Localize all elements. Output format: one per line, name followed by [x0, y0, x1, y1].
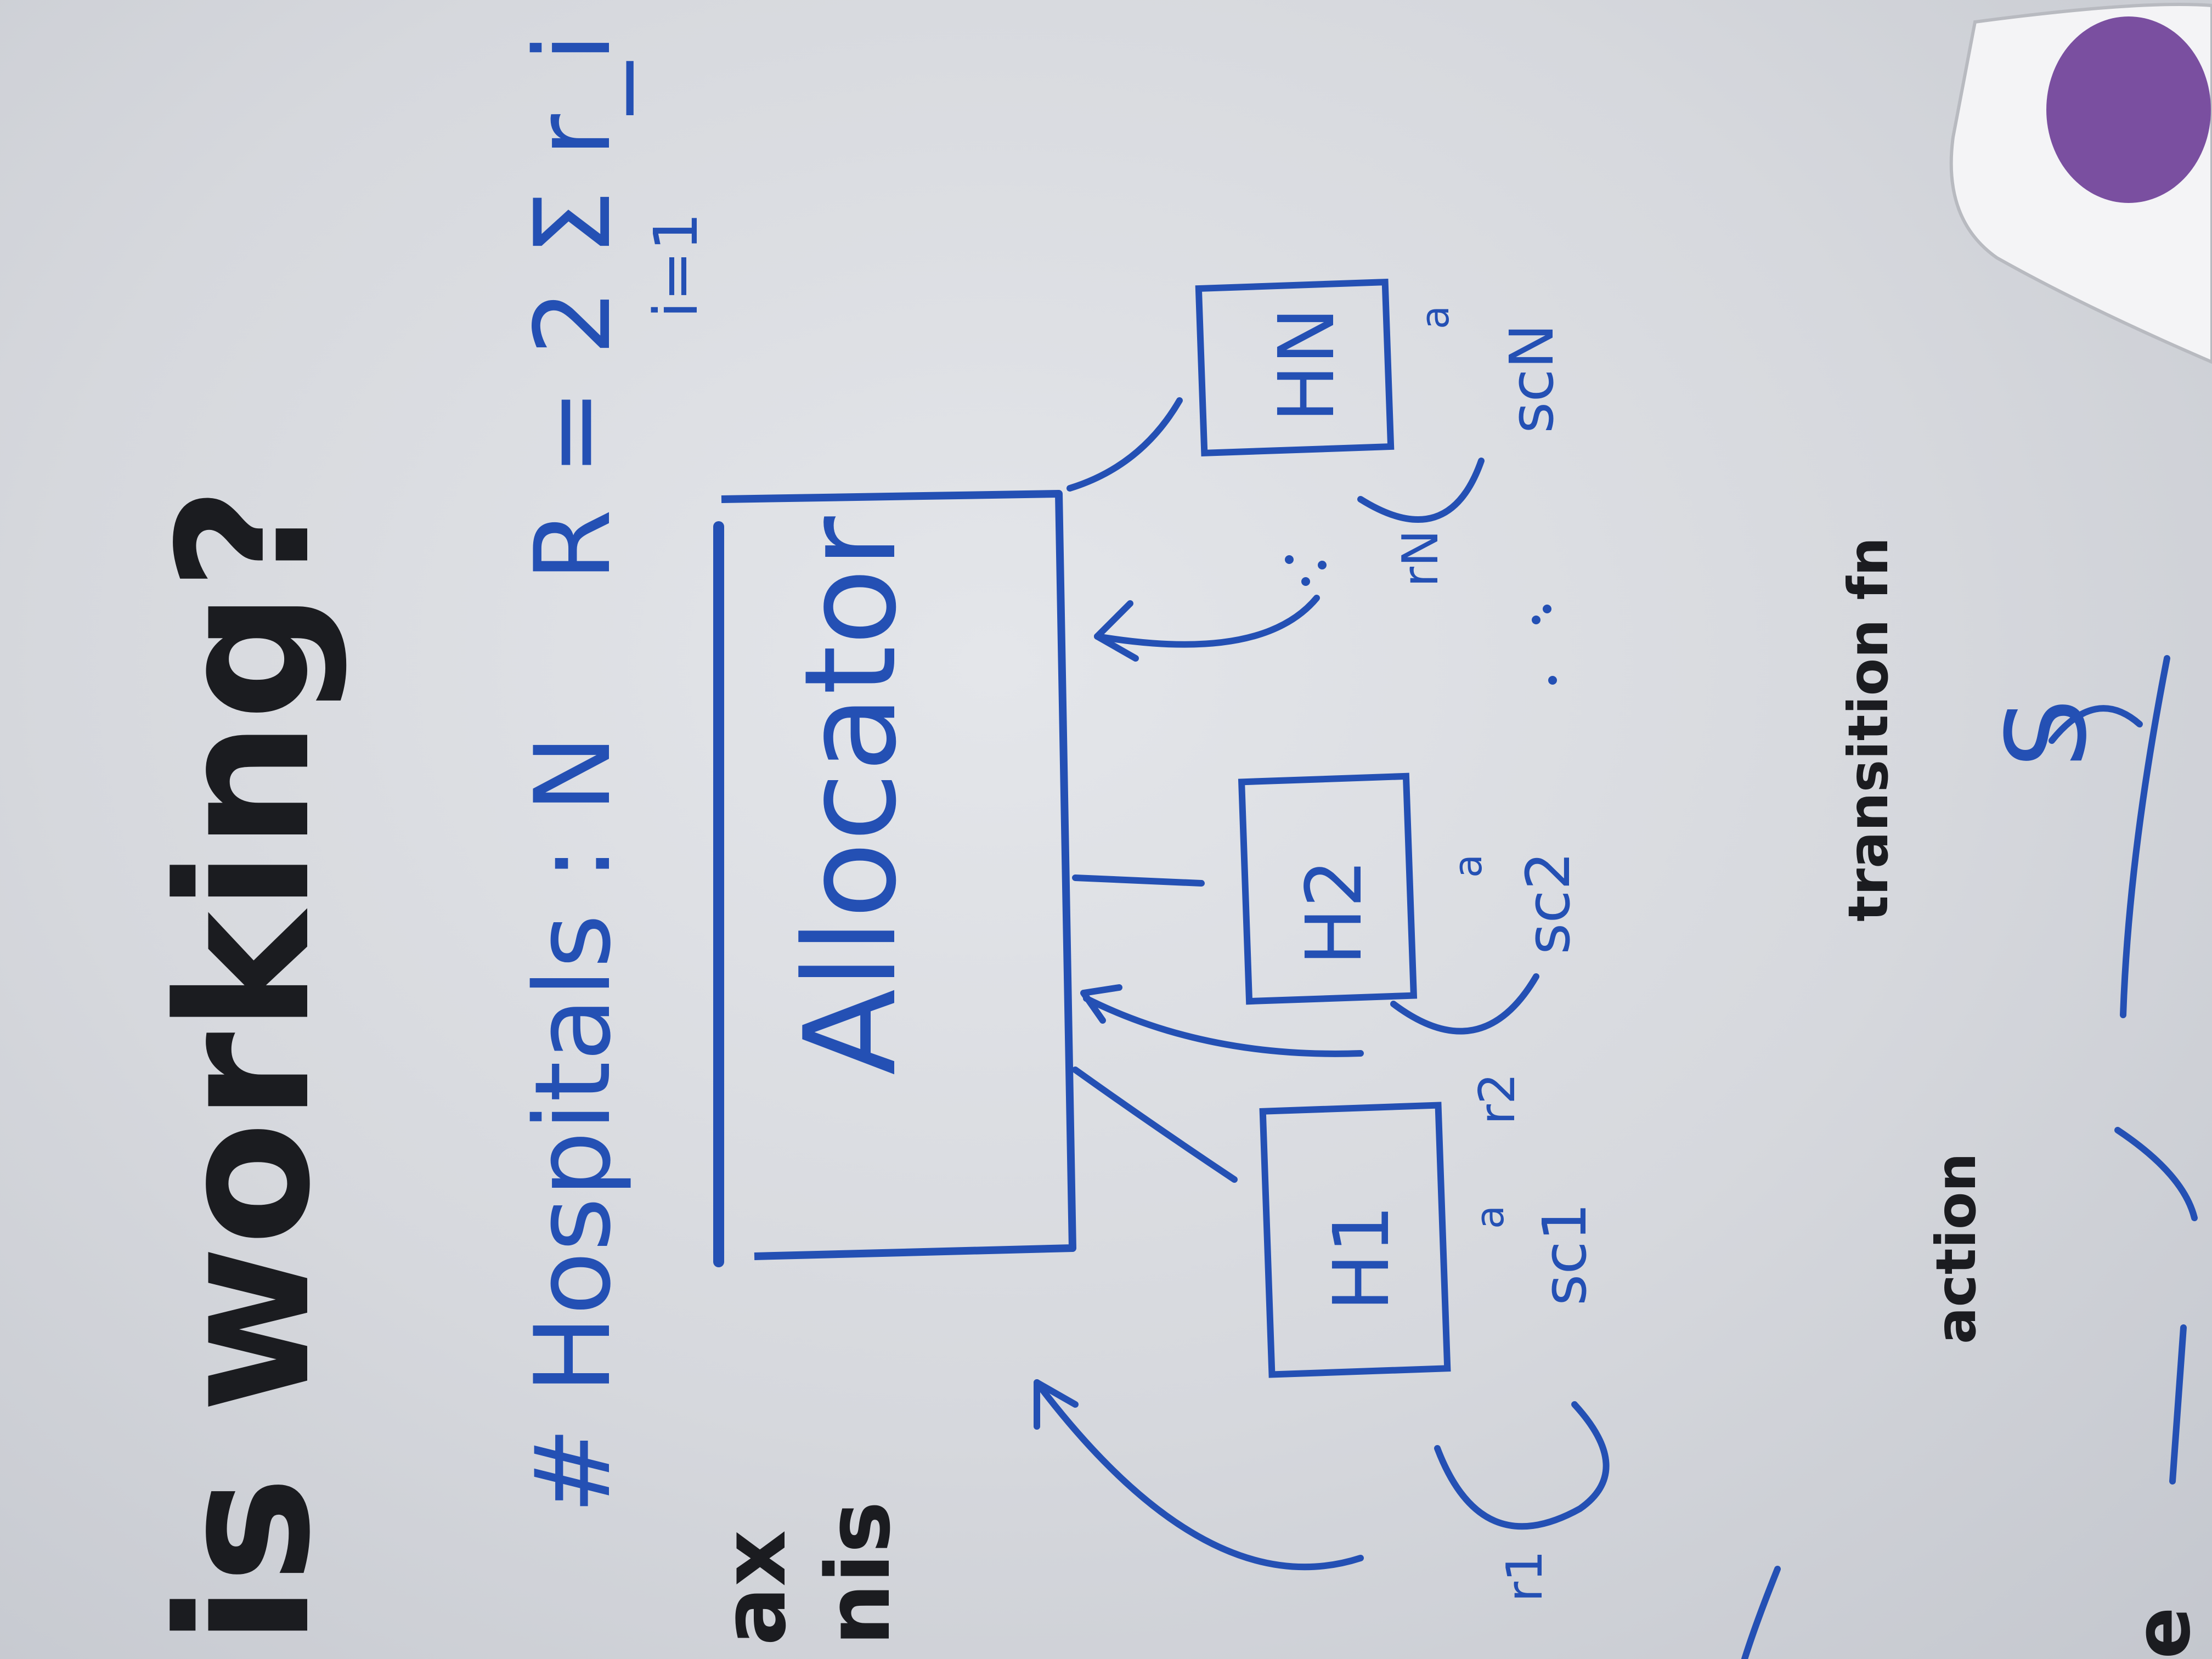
hospital-2-state: sc2 [1513, 851, 1583, 955]
hospital-1-label: H1 [1317, 1205, 1407, 1311]
hospital-1-action: a [1468, 1205, 1513, 1229]
ellipsis-dots [1285, 555, 1557, 685]
partial-diagram-arrows [1741, 655, 2198, 1659]
page-heading: is working? [139, 486, 350, 1646]
allocator-connectors [1034, 397, 1610, 1571]
hospital-2-label: H2 [1290, 859, 1379, 966]
hospital-1-state: sc1 [1530, 1203, 1600, 1306]
hospital-N-action: a [1413, 306, 1458, 329]
marker-icon [1949, 3, 2212, 364]
reward-label-2: r2 [1469, 1073, 1526, 1125]
reward-sum-index: i=1 [641, 212, 711, 318]
hospital-N-label: HN [1262, 307, 1352, 422]
hospital-box-2: H2 a sc2 [1238, 772, 1583, 1005]
hospital-box-N: HN a scN [1195, 278, 1567, 457]
heading-group: is working? [139, 486, 350, 1646]
hospitals-count-label: # Hospitals : N [512, 735, 634, 1514]
hospital-N-state: scN [1497, 324, 1567, 433]
hospital-box-1: H1 a sc1 [1259, 1102, 1600, 1378]
hospital-2-action: a [1446, 854, 1491, 878]
partial-text-1: ax [703, 1530, 805, 1646]
allocator-box: Allocator [713, 490, 1076, 1267]
reward-formula: R = 2 Σ r_i [512, 33, 634, 582]
action-label: action [1924, 1153, 1988, 1344]
transition-label: transition fn [1836, 537, 1900, 922]
allocator-label: Allocator [778, 516, 924, 1075]
reward-label-N: rN [1392, 530, 1449, 587]
partial-text-2: nis [807, 1501, 910, 1646]
partial-text-3: e [2118, 1607, 2208, 1659]
reward-label-1: r1 [1496, 1550, 1554, 1602]
